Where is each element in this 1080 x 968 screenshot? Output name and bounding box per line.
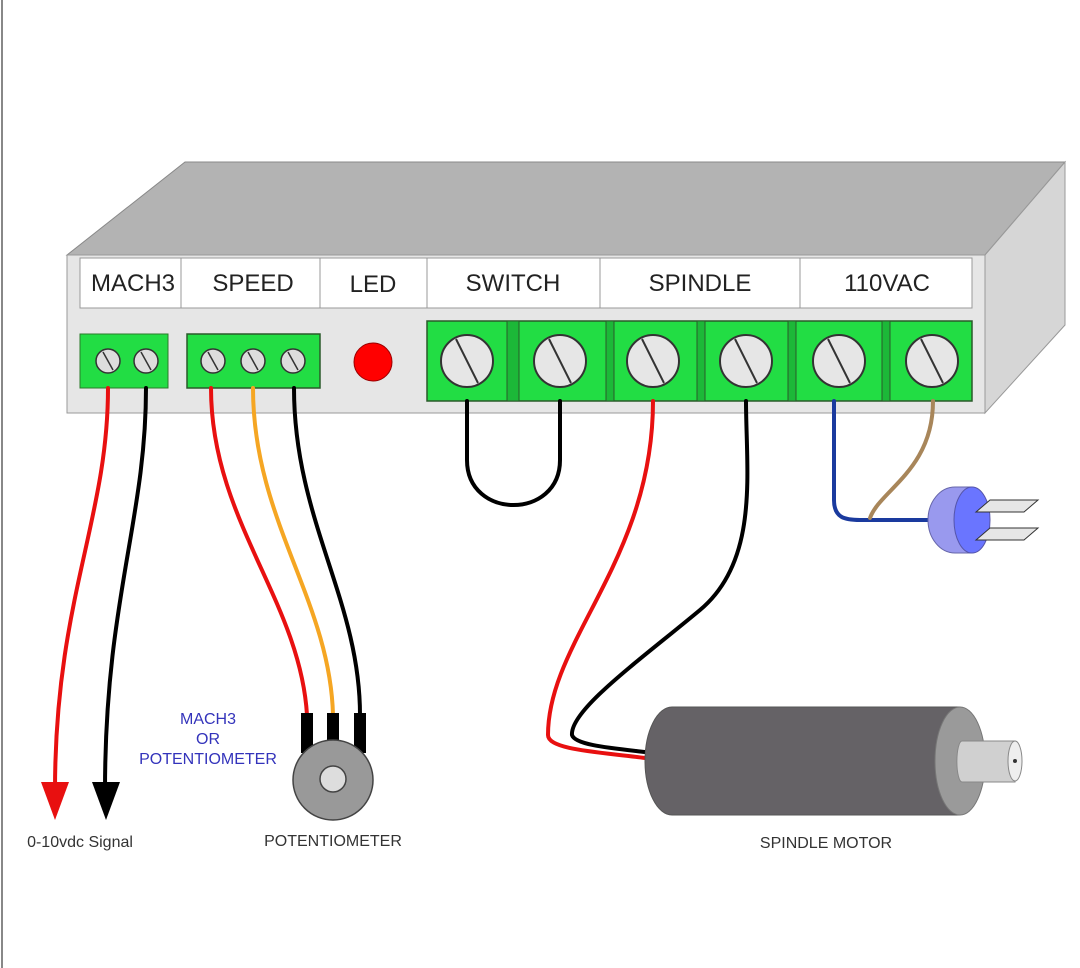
- arrow-down-icon: [92, 782, 120, 820]
- wire-speed-black: [292, 386, 362, 717]
- box-top-face: [65, 161, 1067, 256]
- label-110vac: 110VAC: [844, 270, 930, 297]
- wire-signal-black: [103, 386, 148, 792]
- screw-icon: [812, 334, 866, 388]
- label-strip: MACH3 SPEED LED SWITCH SPINDLE 110VAC: [79, 257, 973, 309]
- signal-caption: 0-10vdc Signal: [27, 834, 133, 851]
- label-speed: SPEED: [212, 270, 293, 297]
- led-indicator: [353, 342, 393, 382]
- label-led: LED: [350, 271, 397, 298]
- terminal-block-speed: [186, 333, 321, 389]
- wire-spindle-red: [546, 399, 655, 760]
- pot-pin: [327, 713, 339, 743]
- spindle-motor: [644, 706, 1023, 816]
- screw-icon: [133, 348, 159, 374]
- screw-icon: [200, 348, 226, 374]
- terminal-block-mach3: [79, 333, 169, 389]
- wire-110vac-brown: [868, 399, 935, 520]
- wire-110vac-blue: [832, 399, 932, 522]
- mach3-or-pot-note-2: OR: [196, 731, 220, 748]
- wire-signal-red: [53, 386, 110, 792]
- terminal-block-large: [426, 320, 973, 402]
- power-plug-icon: [927, 486, 1040, 554]
- label-mach3: MACH3: [91, 270, 175, 297]
- screw-icon: [905, 334, 959, 388]
- wire-speed-orange: [251, 386, 335, 717]
- wire-spindle-black: [570, 399, 750, 754]
- potentiometer-caption: POTENTIOMETER: [264, 833, 402, 850]
- spindle-motor-caption: SPINDLE MOTOR: [760, 835, 892, 852]
- wire-speed-red: [209, 386, 309, 717]
- label-spindle: SPINDLE: [649, 270, 752, 297]
- screw-icon: [440, 334, 494, 388]
- pot-pin: [354, 713, 366, 753]
- screw-icon: [626, 334, 680, 388]
- screw-icon: [240, 348, 266, 374]
- screw-icon: [533, 334, 587, 388]
- label-switch: SWITCH: [466, 270, 561, 297]
- screw-icon: [719, 334, 773, 388]
- potentiometer: [292, 713, 374, 821]
- mach3-or-pot-note-1: MACH3: [180, 711, 236, 728]
- screw-icon: [280, 348, 306, 374]
- arrow-down-icon: [41, 782, 69, 820]
- pot-pin: [301, 713, 313, 753]
- wire-switch-jumper: [465, 399, 562, 507]
- screw-icon: [95, 348, 121, 374]
- mach3-or-pot-note-3: POTENTIOMETER: [139, 751, 277, 768]
